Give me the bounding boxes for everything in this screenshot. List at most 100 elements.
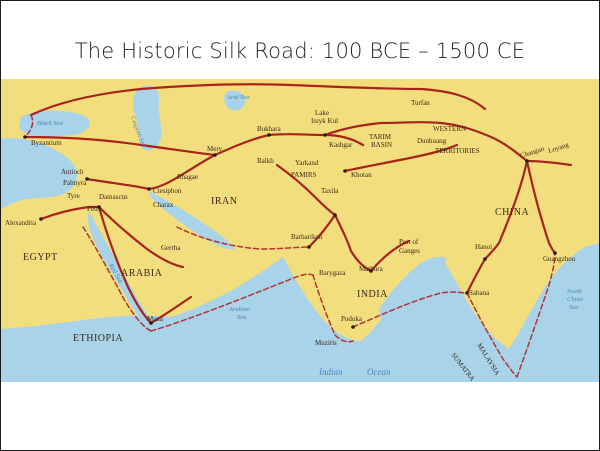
- route-byzantium-merv: [23, 135, 217, 157]
- city-balkh: Balkh: [257, 157, 274, 165]
- region-pamirs: PAMIRS: [291, 171, 317, 179]
- sabana-marker: [465, 291, 469, 295]
- region-territories: TERRITORIES: [435, 147, 480, 155]
- city-dunhuang: Dunhuang: [417, 137, 447, 145]
- city-port-of: Port of: [399, 238, 419, 246]
- route-changan-loyang: [525, 159, 573, 167]
- bay-of-bengal-water: [379, 256, 447, 345]
- ocean-ocean: Ocean: [367, 367, 391, 377]
- city-palmyra: Palmyra: [63, 179, 87, 187]
- city-guangzhou: Guangzhou: [543, 255, 576, 263]
- route-taxila-barbarikon: [307, 213, 337, 249]
- region-china: CHINA: [495, 207, 529, 218]
- petra-marker: [97, 205, 101, 209]
- khotan-marker: [343, 169, 347, 173]
- route-balkh-taxila: [275, 163, 337, 217]
- route-taxila-mathura: [333, 213, 373, 273]
- route-north-steppe: [29, 83, 487, 117]
- city-ganges: Ganges: [399, 247, 420, 255]
- route-mathura-ganges: [369, 239, 411, 273]
- region-tarim: TARIM: [369, 133, 392, 141]
- city-charax: Charax: [153, 201, 174, 209]
- city-markers: [23, 133, 557, 329]
- city-poduka: Poduka: [341, 315, 363, 323]
- route-merv-kashgar: [213, 133, 365, 157]
- persian-gulf-water: [149, 191, 235, 250]
- red-sea-water: [87, 211, 153, 325]
- city-issyk-kul: Issyk Kul: [311, 117, 338, 125]
- region-arabia: ARABIA: [121, 268, 163, 279]
- city-ctesiphon: Ctesiphon: [153, 187, 182, 195]
- route-changan-guangzhou: [525, 159, 557, 255]
- route-petra-muza: [97, 205, 153, 325]
- city-lake: Lake: [315, 109, 329, 117]
- merv-marker: [213, 153, 217, 157]
- city-muza: Muza: [147, 315, 164, 323]
- city-barbarikon: Barbarikon: [291, 233, 323, 241]
- kashgar-marker: [323, 133, 327, 137]
- antioch-marker: [85, 177, 89, 181]
- map-svg: EGYPT ARABIA ETHIOPIA IRAN INDIA CHINA W…: [1, 79, 599, 382]
- route-changan-hanoi: [483, 159, 529, 261]
- bukhara-marker: [267, 133, 271, 137]
- region-western: WESTERN: [433, 125, 466, 133]
- sea-route-south-china: [516, 252, 556, 378]
- alexandria-marker: [39, 217, 43, 221]
- ocean-indian: Indian: [318, 367, 343, 377]
- barbarikon-marker: [307, 245, 311, 249]
- route-arabia-gerrha: [97, 205, 185, 269]
- route-arabia-south: [149, 295, 193, 325]
- city-mathura: Mathura: [359, 265, 384, 273]
- changan-marker: [525, 159, 529, 163]
- sea-arabian: Arabian: [228, 306, 250, 313]
- city-byzantium: Byzantium: [31, 139, 62, 147]
- route-hanoi-sabana: [465, 257, 487, 295]
- mediterranean-water: [1, 138, 78, 209]
- sea-sea: Sea: [569, 304, 578, 311]
- slide-title: The Historic Silk Road: 100 BCE – 1500 C…: [74, 39, 526, 63]
- sea-route-malacca: [466, 292, 518, 378]
- sea-route-arabia-india: [150, 273, 314, 332]
- city-bukhara: Bukhara: [257, 125, 282, 133]
- sea-route-red-sea: [82, 226, 152, 332]
- region-india: INDIA: [357, 289, 388, 300]
- muza-marker: [149, 321, 153, 325]
- region-egypt: EGYPT: [23, 252, 58, 263]
- sea-route-gulf-india: [176, 226, 310, 250]
- city-petra: Petra: [87, 205, 102, 213]
- route-khotan-dunhuang: [343, 143, 459, 173]
- taxila-marker: [333, 213, 337, 217]
- guangzhou-marker: [553, 251, 557, 255]
- mathura-marker: [369, 269, 373, 273]
- sea-black: Black Sea: [37, 120, 63, 127]
- route-kashgar-dunhuang: [323, 121, 529, 163]
- city-yarkand: Yarkand: [295, 159, 319, 167]
- sea-route-black-sea: [24, 114, 34, 138]
- region-ethiopia: ETHIOPIA: [73, 333, 123, 344]
- city-rhagae: Rhagae: [177, 173, 198, 181]
- silk-road-map: EGYPT ARABIA ETHIOPIA IRAN INDIA CHINA W…: [1, 79, 599, 382]
- city-barygaza: Barygaza: [319, 269, 346, 277]
- caspian-sea-water: [133, 85, 162, 151]
- city-muziris: Muziris: [315, 339, 337, 347]
- city-hanoi: Hanoi: [475, 243, 492, 251]
- black-sea-water: [19, 110, 90, 138]
- region-iran: IRAN: [211, 196, 237, 207]
- sea-china: China: [567, 296, 583, 303]
- city-khotan: Khotan: [351, 171, 372, 179]
- hanoi-marker: [483, 257, 487, 261]
- ctesiphon-marker: [147, 187, 151, 191]
- city-taxila: Taxila: [321, 187, 339, 195]
- city-sabana: Sabana: [469, 289, 490, 297]
- city-antioch: Antioch: [61, 168, 84, 176]
- route-antioch-ctesiphon: [85, 153, 217, 191]
- water-bodies: [1, 85, 599, 382]
- region-basin: BASIN: [371, 141, 392, 149]
- city-kashgar: Kashgar: [329, 141, 353, 149]
- sea-route-india-coast: [312, 274, 354, 343]
- city-merv: Merv: [207, 145, 223, 153]
- overland-routes: [23, 83, 573, 325]
- poduka-marker: [351, 325, 355, 329]
- city-tyre: Tyre: [67, 192, 80, 200]
